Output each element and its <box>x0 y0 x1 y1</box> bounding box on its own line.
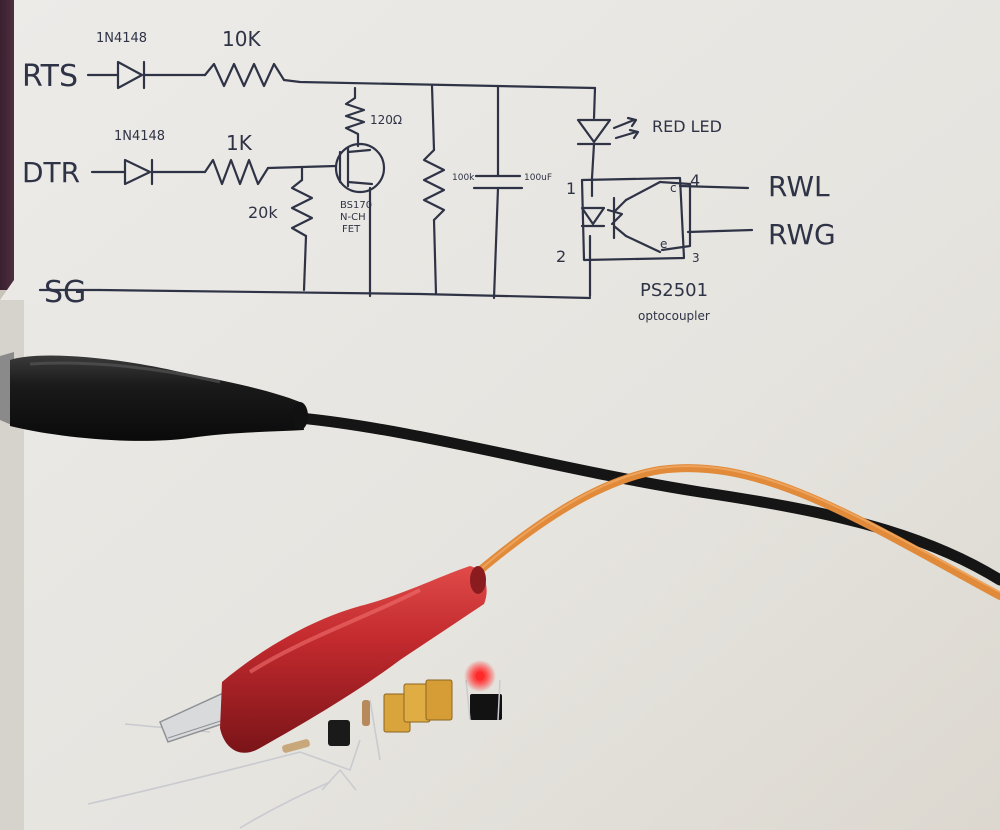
orange-wire-highlight <box>481 465 1000 593</box>
opto-led <box>580 206 606 228</box>
label-rwg: RWG <box>768 218 836 251</box>
resistor-body <box>282 739 310 753</box>
label-fet-3: FET <box>342 224 361 235</box>
label-emitter: e <box>660 237 667 251</box>
label-pin2: 2 <box>556 247 566 266</box>
black-cable <box>294 412 1000 586</box>
red-led <box>475 671 485 681</box>
label-pin3: 3 <box>692 251 700 265</box>
label-optocoupler-desc: optocoupler <box>638 309 710 323</box>
label-sg: SG <box>44 275 86 310</box>
resistor-dtr-symbol <box>203 158 270 186</box>
label-collector: c <box>670 181 677 195</box>
small-resistor-1 <box>362 700 370 726</box>
optocoupler-chip <box>470 694 502 720</box>
label-diode-rts: 1N4148 <box>96 31 147 46</box>
circuit-assembly <box>282 660 502 791</box>
resistor-rts-symbol <box>203 62 286 88</box>
resistor-drain-symbol <box>344 86 366 148</box>
rwl-lead <box>678 184 750 190</box>
label-resistor-pulldown: 20k <box>248 203 278 222</box>
resistor-pulldown-symbol <box>290 178 314 238</box>
label-pin1: 1 <box>566 179 576 198</box>
label-capacitor: 100uF <box>524 173 552 183</box>
resistor-shunt-symbol <box>422 148 446 222</box>
schematic-labels: RTS DTR SG RWL RWG 1N4148 1N4148 10K 1K … <box>22 27 836 323</box>
black-alligator-clip <box>0 352 308 441</box>
label-fet-2: N-CH <box>340 212 366 223</box>
capacitor-block-3 <box>425 679 453 721</box>
fet-symbol <box>334 86 386 298</box>
label-resistor-shunt: 100k <box>452 173 475 183</box>
ground-rail <box>98 288 592 300</box>
label-resistor-drain: 120Ω <box>370 113 402 127</box>
dtr-branch <box>90 158 338 292</box>
optocoupler-box <box>580 176 686 262</box>
led-arrows <box>612 116 640 140</box>
rwg-lead <box>686 228 754 234</box>
label-resistor-rts: 10K <box>222 27 261 51</box>
label-fet-1: BS170 <box>340 200 372 211</box>
schematic <box>38 60 754 300</box>
label-rwl: RWL <box>768 170 830 203</box>
opto-transistor <box>606 196 628 240</box>
fet-body <box>328 720 350 746</box>
label-resistor-dtr: 1K <box>226 131 253 155</box>
label-led: RED LED <box>652 117 722 136</box>
label-dtr: DTR <box>22 156 80 189</box>
label-diode-dtr: 1N4148 <box>114 129 165 144</box>
label-optocoupler-part: PS2501 <box>640 280 708 301</box>
orange-wire <box>474 464 1000 600</box>
rts-branch <box>86 60 597 90</box>
red-alligator-clip <box>159 566 487 753</box>
label-pin4: 4 <box>690 171 700 190</box>
label-rts: RTS <box>22 59 78 94</box>
